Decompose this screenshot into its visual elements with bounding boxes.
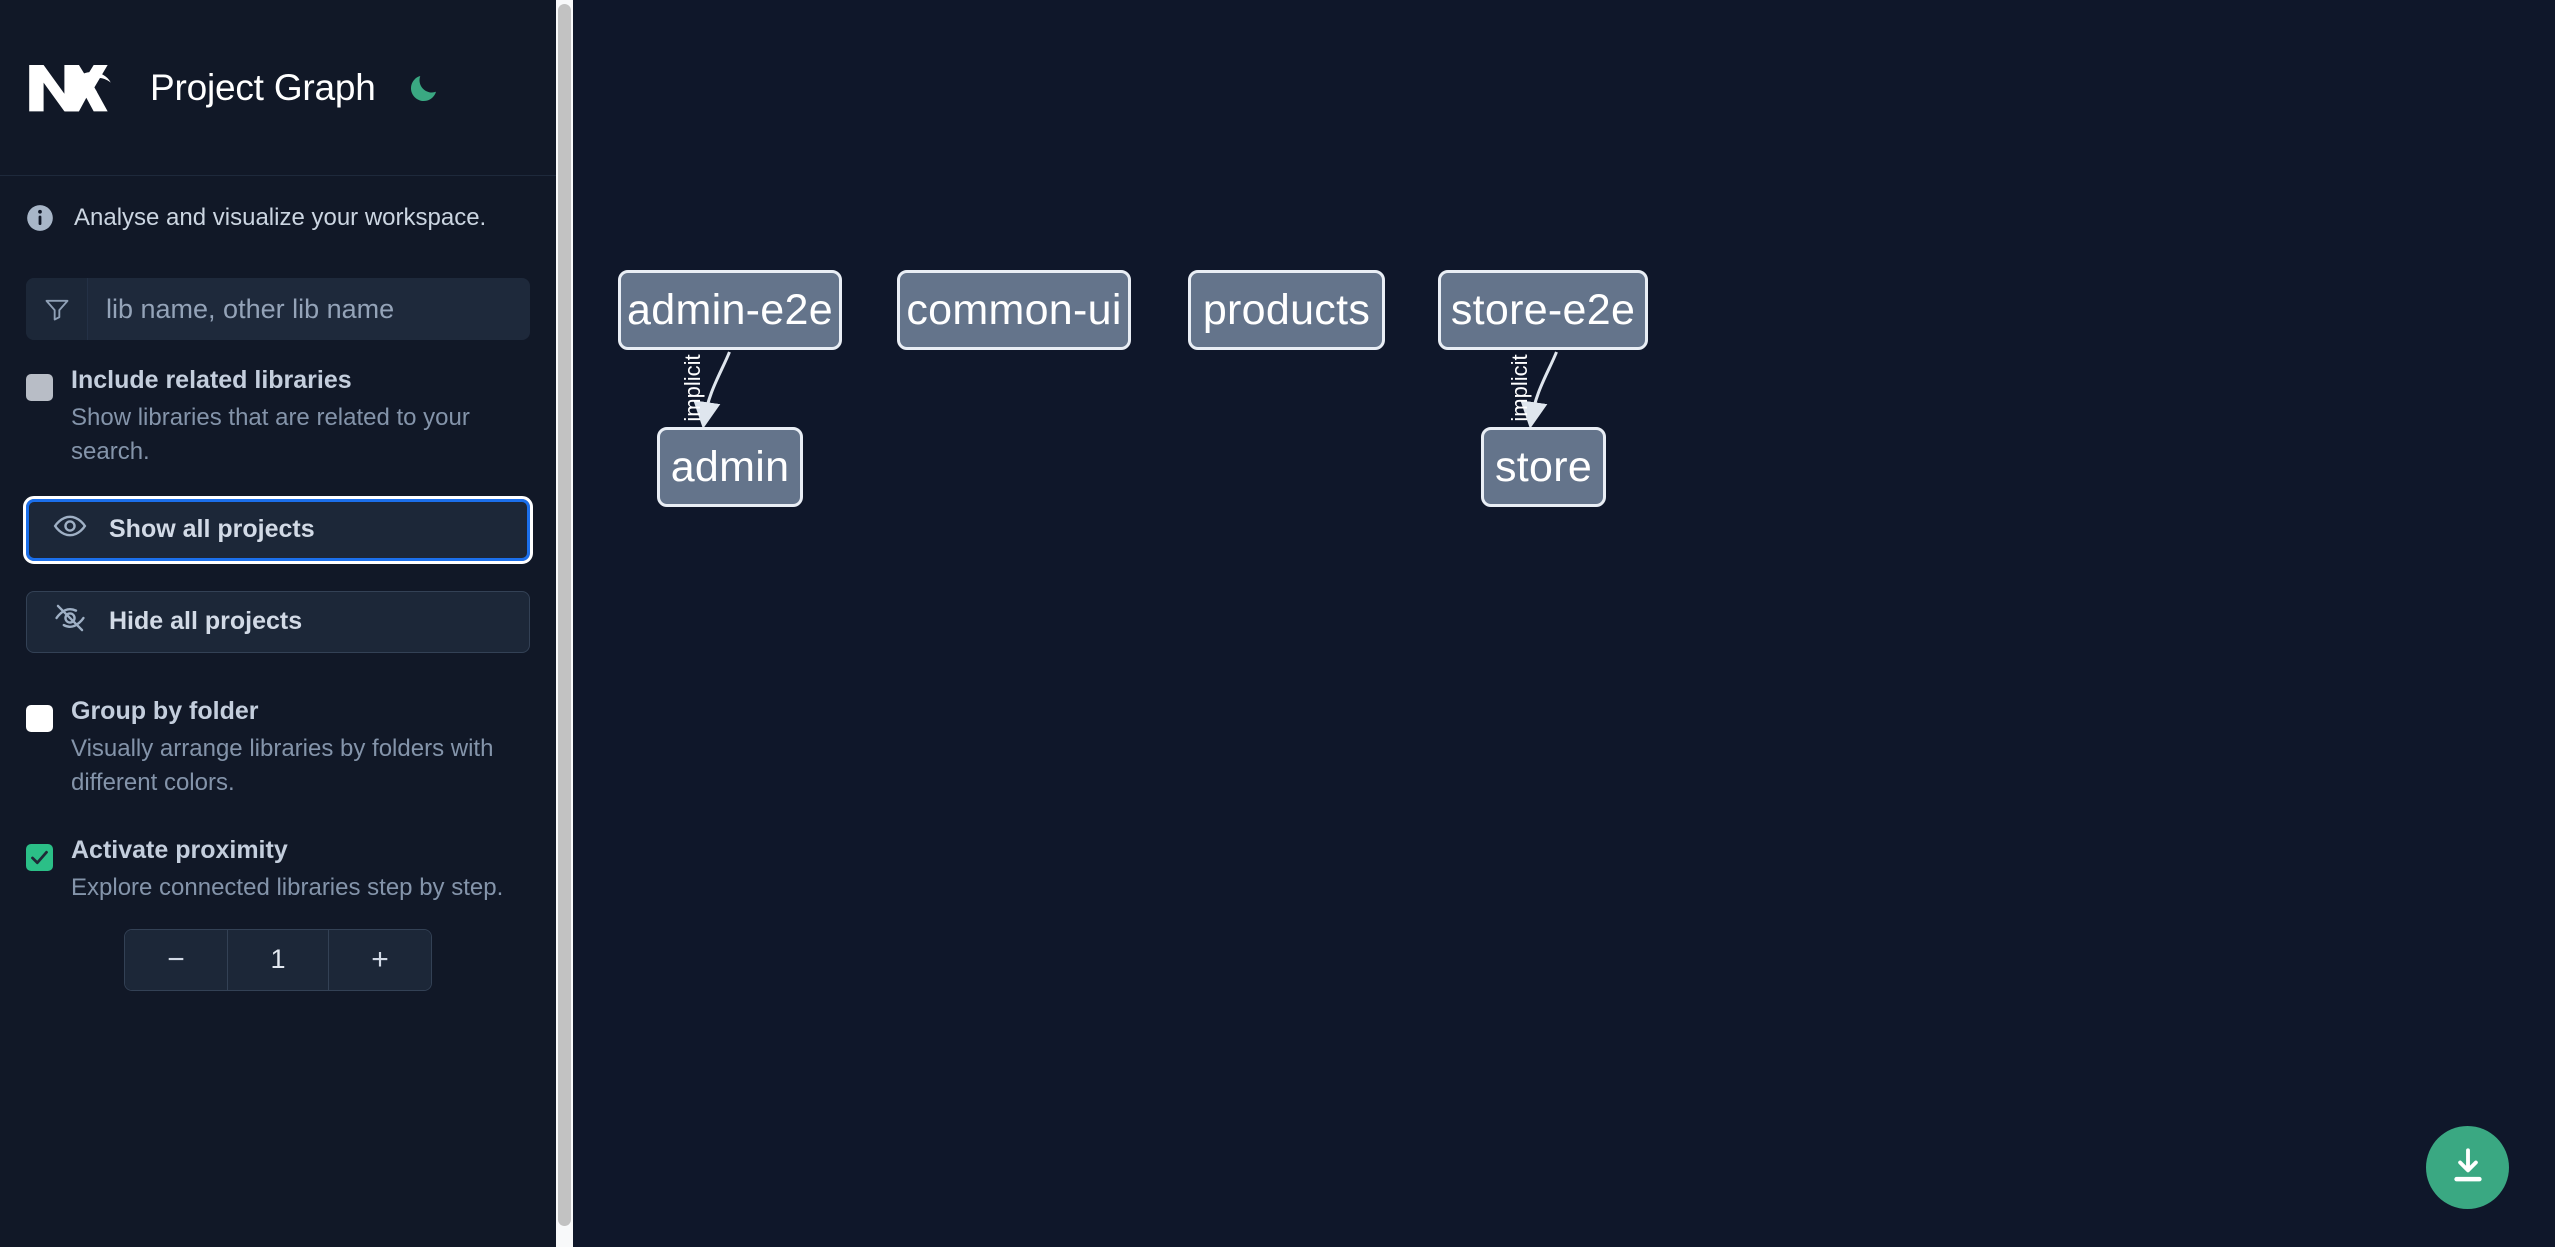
graph-node-store-e2e[interactable]: store-e2e [1438, 270, 1648, 350]
download-graph-button[interactable] [2426, 1126, 2509, 1209]
funnel-filter-icon [26, 278, 88, 340]
graph-node-admin-e2e[interactable]: admin-e2e [618, 270, 842, 350]
hide-all-projects-wrap: Hide all projects [0, 561, 556, 653]
eye-icon [53, 509, 87, 550]
edge-label: implicit [1507, 354, 1532, 421]
hide-all-projects-label: Hide all projects [109, 607, 303, 636]
workspace-info: Analyse and visualize your workspace. [0, 176, 556, 232]
option-description: Visually arrange libraries by folders wi… [71, 734, 494, 796]
option-description: Explore connected libraries step by step… [71, 873, 504, 901]
proximity-stepper-wrap: − 1 + [0, 905, 556, 991]
edge-store-e2e-to-store[interactable]: implicit [1507, 351, 1558, 429]
sidebar-header: Project Graph [0, 0, 556, 176]
option-group-by-folder[interactable]: Group by folder Visually arrange librari… [0, 653, 556, 800]
include-related-libraries-checkbox[interactable] [26, 374, 53, 401]
group-by-folder-checkbox[interactable] [26, 704, 53, 732]
proximity-stepper: − 1 + [124, 928, 432, 991]
option-include-related-libraries[interactable]: Include related libraries Show libraries… [0, 340, 556, 469]
sidebar: Project Graph Analyse and visualize your… [0, 0, 556, 1247]
activate-proximity-checkbox[interactable] [26, 843, 53, 871]
edge-label: implicit [680, 354, 705, 421]
stepper-increment-button[interactable]: + [329, 929, 431, 990]
show-all-projects-button[interactable]: Show all projects [23, 495, 533, 564]
graph-canvas[interactable]: implicit implicit admin-e2e common-ui pr… [556, 0, 2555, 1247]
moon-icon[interactable] [406, 70, 442, 106]
graph-edges-layer: implicit implicit [680, 351, 1558, 429]
check-icon [31, 850, 48, 864]
stepper-decrement-button[interactable]: − [125, 929, 227, 990]
page-title: Project Graph [150, 66, 376, 108]
option-activate-proximity[interactable]: Activate proximity Explore connected lib… [0, 800, 556, 905]
sidebar-scrollbar-track[interactable] [556, 0, 573, 1247]
graph-node-common-ui[interactable]: common-ui [897, 270, 1131, 350]
nx-logo-icon [26, 57, 122, 119]
info-circle-icon [26, 204, 54, 232]
graph-node-admin[interactable]: admin [657, 427, 803, 507]
eye-off-icon [53, 601, 87, 642]
option-description: Show libraries that are related to your … [71, 403, 470, 465]
download-icon [2447, 1145, 2489, 1190]
stepper-value: 1 [227, 929, 329, 990]
search-input[interactable] [88, 278, 530, 340]
option-label: Group by folder [71, 696, 259, 725]
show-all-projects-wrap: Show all projects [0, 469, 556, 564]
info-text: Analyse and visualize your workspace. [74, 204, 487, 231]
option-label: Include related libraries [71, 366, 352, 394]
sidebar-scrollbar-thumb[interactable] [558, 4, 571, 1226]
graph-node-store[interactable]: store [1481, 427, 1606, 507]
filter-box[interactable] [26, 278, 530, 340]
show-all-projects-label: Show all projects [109, 515, 315, 544]
graph-node-products[interactable]: products [1188, 270, 1385, 350]
edge-admin-e2e-to-admin[interactable]: implicit [680, 351, 731, 429]
option-label: Activate proximity [71, 835, 288, 864]
filter-section [0, 232, 556, 340]
hide-all-projects-button[interactable]: Hide all projects [26, 590, 530, 653]
